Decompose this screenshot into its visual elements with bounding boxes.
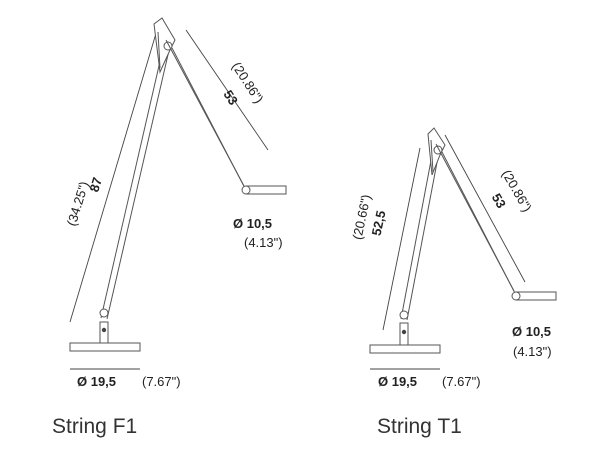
f1-arm-cm: 53 (221, 87, 241, 107)
f1-base-joint (101, 327, 107, 333)
f1-arm-dimension-line (185, 29, 269, 151)
f1-height-cm: 87 (86, 176, 105, 194)
f1-hinge-rod (157, 31, 161, 69)
t1-head-diameter-cm: Ø 10,5 (512, 324, 551, 339)
t1-base-diameter-cm: Ø 19,5 (378, 374, 417, 389)
t1-upper-arm-bottom (441, 151, 519, 300)
t1-main-arm-left (400, 149, 434, 320)
f1-head-joint (241, 185, 251, 195)
lamp-t1: (20.66") 52,5 (20.86") 53 Ø 10,5 (4.13")… (349, 127, 557, 438)
f1-head-diameter-cm: Ø 10,5 (233, 216, 272, 231)
t1-lower-arm-joint (399, 310, 409, 320)
f1-title: String F1 (52, 415, 137, 438)
f1-head (245, 185, 287, 195)
lamp-f1: (34.25") 87 (20.86") 53 Ø 10,5 (4.13") Ø… (52, 17, 287, 438)
f1-base-diameter-inches: (7.67") (142, 374, 181, 389)
f1-height-dimension-line (69, 19, 161, 323)
f1-main-arm-right (106, 45, 171, 320)
t1-hinge-rod (430, 139, 434, 173)
t1-title: String T1 (377, 415, 462, 438)
t1-head-diameter-inches: (4.13") (513, 344, 552, 359)
f1-lower-arm-joint (99, 308, 109, 318)
t1-height-cm: 52,5 (369, 209, 389, 237)
f1-main-arm-left (100, 43, 165, 319)
t1-arm-dimension-line (444, 134, 526, 283)
f1-upper-arm-bottom (171, 47, 249, 195)
f1-base-diameter-cm: Ø 19,5 (77, 374, 116, 389)
f1-base (69, 342, 141, 352)
t1-arm-inches: (20.86") (499, 167, 535, 214)
t1-height-dimension-line (382, 147, 421, 331)
t1-arm-cm: 53 (489, 191, 509, 211)
t1-head (515, 291, 557, 301)
t1-main-arm-right (406, 151, 440, 321)
t1-head-joint (511, 291, 521, 301)
t1-base-joint (401, 329, 407, 335)
t1-base-diameter-inches: (7.67") (442, 374, 481, 389)
t1-base (369, 344, 441, 354)
f1-base-stem (99, 321, 109, 344)
f1-head-diameter-inches: (4.13") (244, 235, 283, 250)
